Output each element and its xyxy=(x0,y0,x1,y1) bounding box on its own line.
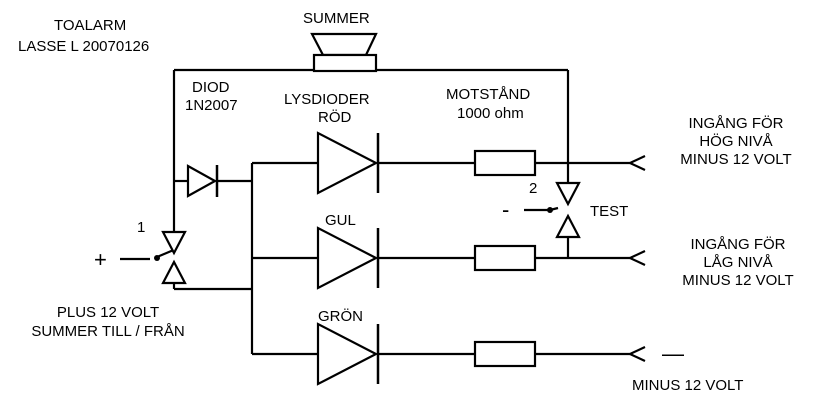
led-green-label: GRÖN xyxy=(318,307,363,325)
resistor-red xyxy=(473,149,537,177)
resistor-label: MOTSTÅND xyxy=(446,86,530,103)
diode-1n2007-symbol xyxy=(186,164,219,198)
supply-label-2: SUMMER TILL / FRÅN xyxy=(31,323,184,340)
low-level-input-label-1: INGÅNG FÖR xyxy=(690,235,785,253)
test-label: TEST xyxy=(590,203,628,220)
supply-label-1: PLUS 12 VOLT xyxy=(57,304,159,321)
led-yellow-symbol xyxy=(316,226,380,290)
wires xyxy=(120,68,630,356)
buzzer-symbol xyxy=(310,32,378,73)
low-level-input-label-2: LÅG NIVÅ xyxy=(703,254,772,271)
led-red-symbol xyxy=(316,131,380,195)
author-label: LASSE L 20070126 xyxy=(18,38,149,55)
diode-type-label: 1N2007 xyxy=(185,97,238,114)
title-label: TOALARM xyxy=(54,17,126,34)
led-red-label: RÖD xyxy=(318,108,352,126)
led-group-label: LYSDIODER xyxy=(284,91,370,108)
input-terminals xyxy=(627,155,646,362)
buzzer-label: SUMMER xyxy=(303,10,370,27)
switch-2-number: 2 xyxy=(529,180,537,197)
test-minus-sign: - xyxy=(502,197,509,222)
resistor-green xyxy=(473,340,537,368)
led-yellow-label: GUL xyxy=(325,212,356,229)
switch-1-symbol xyxy=(154,230,187,285)
resistor-yellow xyxy=(473,244,537,272)
high-level-input-label-3: MINUS 12 VOLT xyxy=(680,151,791,168)
minus-dash: — xyxy=(662,341,684,366)
low-level-input-label-3: MINUS 12 VOLT xyxy=(682,272,793,289)
diode-label: DIOD xyxy=(192,79,230,96)
test-switch-symbol xyxy=(547,181,581,239)
high-level-input-label-1: INGÅNG FÖR xyxy=(688,114,783,132)
led-green-symbol xyxy=(316,322,380,386)
minus-12-volt-label: MINUS 12 VOLT xyxy=(632,377,743,394)
switch-1-number: 1 xyxy=(137,219,145,236)
high-level-input-label-2: HÖG NIVÅ xyxy=(699,132,772,150)
plus-sign: + xyxy=(94,247,107,272)
resistor-value-label: 1000 ohm xyxy=(457,105,524,122)
